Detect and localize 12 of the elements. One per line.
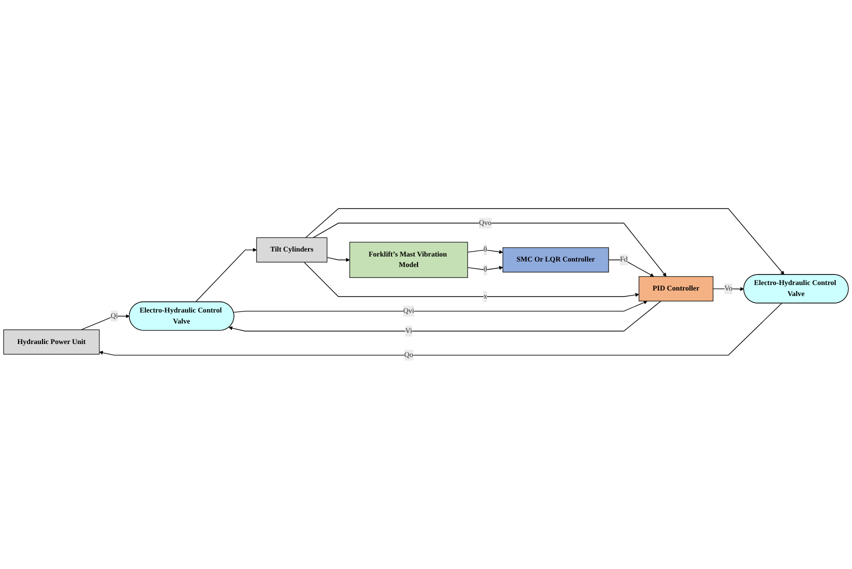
arrow [228, 300, 662, 332]
arrow [608, 259, 654, 277]
arrow [467, 249, 504, 254]
arrow [305, 208, 784, 275]
arrow [312, 222, 666, 277]
arrow [195, 248, 257, 302]
arrow [467, 266, 504, 270]
arrow [304, 262, 640, 297]
arrow [80, 314, 130, 330]
arrow [326, 257, 350, 262]
arrow [233, 300, 648, 312]
arrow [99, 302, 782, 356]
